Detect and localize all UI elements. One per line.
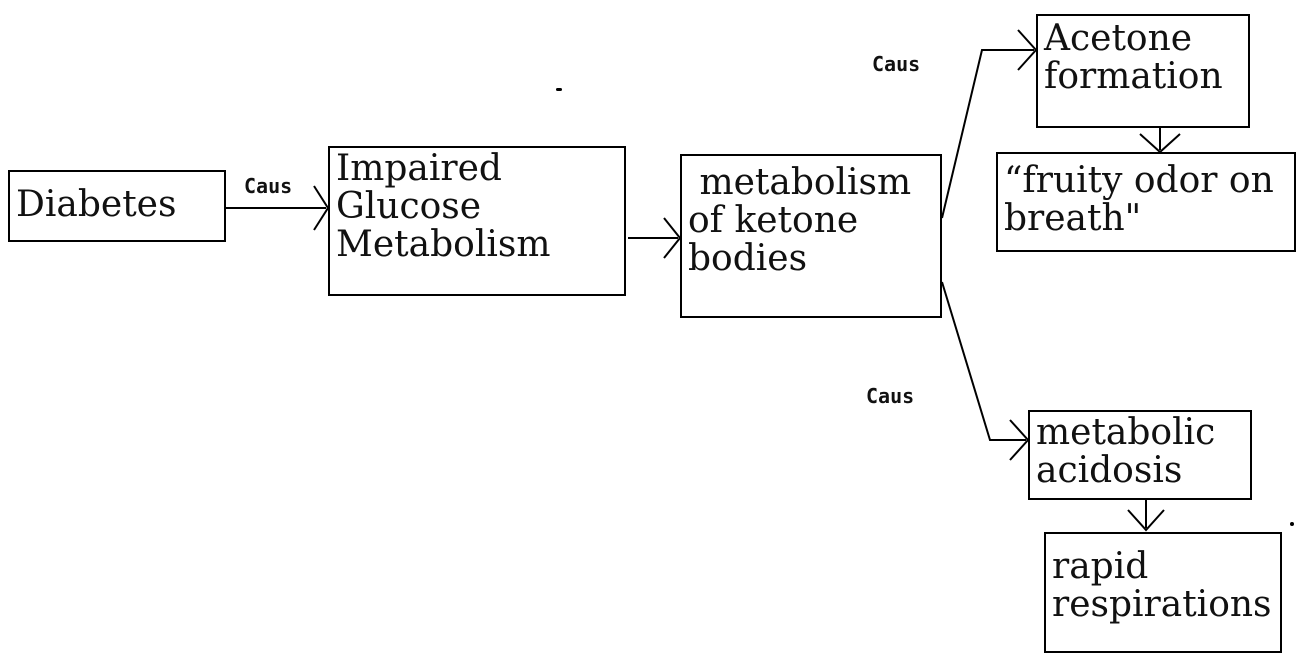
edge-label-ketone-to-acidosis: Caus: [866, 384, 915, 408]
node-rapid-respirations: rapid respirations: [1044, 532, 1282, 653]
edge-ketone-to-acidosis: [941, 281, 1026, 441]
node-ketone-metabolism: metabolism of ketone bodies: [680, 154, 942, 318]
node-metabolic-acidosis: metabolic acidosis: [1028, 410, 1252, 500]
node-acetone-formation: Acetone formation: [1036, 14, 1250, 128]
stray-mark: [556, 88, 562, 91]
edge-label-ketone-to-acetone: Caus: [872, 52, 921, 76]
node-impaired-glucose-metabolism: Impaired Glucose Metabolism: [328, 146, 626, 296]
arrowhead-respirations: [1127, 509, 1165, 532]
node-diabetes: Diabetes: [8, 170, 226, 242]
node-fruity-odor: “fruity odor on breath": [996, 152, 1296, 252]
edge-label-diabetes-to-glucose: Caus: [244, 174, 293, 198]
edge-ketone-to-acetone: [941, 49, 1034, 219]
stray-mark: [1290, 522, 1294, 526]
